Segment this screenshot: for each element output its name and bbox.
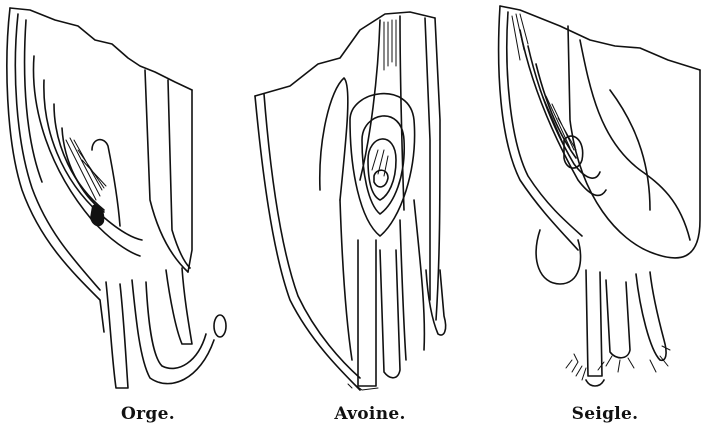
- figure-seigle-illustration: [499, 6, 700, 386]
- caption-avoine: Avoine.: [290, 404, 450, 424]
- caption-orge: Orge.: [68, 404, 228, 424]
- figure-avoine-illustration: [255, 12, 446, 390]
- caption-seigle: Seigle.: [525, 404, 685, 424]
- figure-orge-illustration: [7, 8, 226, 388]
